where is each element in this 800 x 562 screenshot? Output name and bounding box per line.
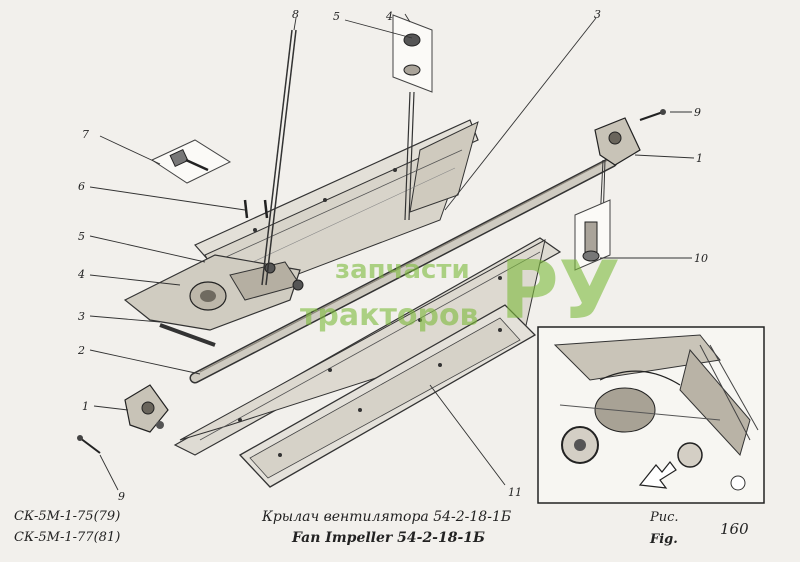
hub-assembly bbox=[123, 254, 304, 347]
middle-blade bbox=[173, 237, 562, 456]
fig-number: 160 bbox=[720, 520, 749, 538]
part-8-bolt bbox=[261, 29, 297, 286]
callout-10: 10 bbox=[694, 252, 708, 265]
callout-3-left: 3 bbox=[78, 310, 85, 323]
callout-2: 2 bbox=[77, 344, 85, 357]
watermark-big: РУ bbox=[500, 244, 620, 337]
title-en: Fan Impeller 54-2-18-1Б bbox=[292, 530, 485, 546]
watermark: запчасти тракторов РУ bbox=[300, 244, 620, 337]
callout-1-top: 1 bbox=[696, 152, 703, 165]
callout-5-top: 5 bbox=[333, 10, 340, 23]
callout-8: 8 bbox=[292, 8, 299, 21]
model-code-1: СК-5М-1-75(79) bbox=[14, 509, 121, 524]
part-10-pin bbox=[574, 199, 611, 271]
lower-blade bbox=[238, 304, 537, 488]
callout-6: 6 bbox=[78, 180, 85, 193]
callout-5-left: 5 bbox=[78, 230, 85, 243]
part-6-bolts bbox=[243, 199, 269, 219]
watermark-line2: тракторов bbox=[300, 298, 479, 333]
callout-labels: 7 6 5 4 3 2 1 9 5 4 8 3 9 1 10 11 bbox=[77, 8, 708, 503]
bolt-right bbox=[639, 109, 666, 121]
watermark-line1: запчасти bbox=[335, 255, 470, 285]
title-ru: Крылач вентилятора 54-2-18-1Б bbox=[262, 509, 512, 525]
callout-11: 11 bbox=[508, 486, 522, 499]
leader-lines bbox=[89, 13, 695, 491]
bolt-bottom bbox=[77, 435, 101, 454]
model-code-2: СК-5М-1-77(81) bbox=[14, 530, 121, 545]
fig-label-ru: Рис. bbox=[650, 510, 679, 525]
callout-4-left: 4 bbox=[77, 268, 85, 281]
part-7-bolt bbox=[150, 139, 232, 184]
callout-9-bottom: 9 bbox=[118, 490, 125, 503]
callout-1-bottom: 1 bbox=[82, 400, 89, 413]
shaft bbox=[189, 156, 618, 384]
inset-combine-view bbox=[537, 326, 765, 504]
bearing-bracket-left bbox=[124, 384, 169, 433]
part-4-5-nut-washer bbox=[392, 14, 433, 221]
callout-7: 7 bbox=[82, 128, 89, 141]
callout-4-top: 4 bbox=[385, 10, 393, 23]
fig-label-en: Fig. bbox=[650, 532, 678, 547]
callout-3-top: 3 bbox=[594, 8, 601, 21]
callout-9-right: 9 bbox=[694, 106, 701, 119]
